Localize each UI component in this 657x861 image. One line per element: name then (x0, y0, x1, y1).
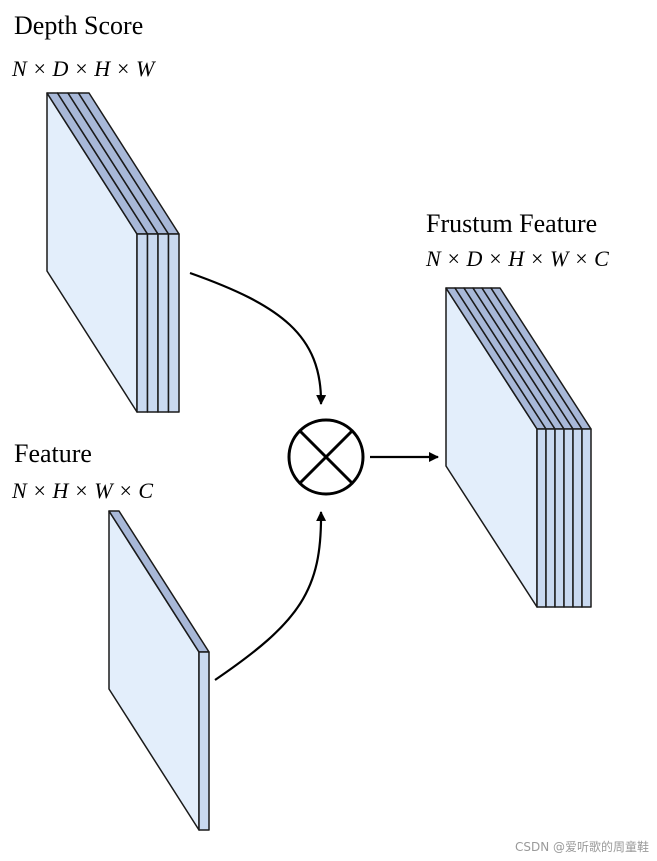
layer-edge (146, 233, 159, 413)
layer-edge (554, 428, 565, 608)
depth-to-operator-arrow (189, 271, 327, 405)
layer-edge (536, 428, 547, 608)
feature-block (108, 510, 210, 831)
layer-edge (157, 233, 170, 413)
layer-edge (136, 233, 149, 413)
feature-to-operator-arrow (214, 511, 327, 681)
depth-score-block (46, 92, 180, 413)
layer-edge (545, 428, 556, 608)
outer-product-icon (287, 418, 365, 496)
feature-dims: N × H × W × C (11, 478, 153, 503)
layer-edge (581, 428, 592, 608)
layer-edge (563, 428, 574, 608)
watermark: CSDN @爱听歌的周童鞋 (514, 840, 649, 854)
depth-score-dims: N × D × H × W (11, 56, 156, 81)
frustum-feature-dims: N × D × H × W × C (425, 246, 609, 271)
layer-face (108, 510, 200, 831)
frustum-feature-block (445, 287, 592, 608)
feature-title: Feature (14, 439, 92, 468)
layer-edge (198, 651, 210, 831)
depth-score-title: Depth Score (14, 11, 143, 40)
frustum-feature-title: Frustum Feature (426, 209, 597, 238)
layer-edge (572, 428, 583, 608)
layer-edge (167, 233, 180, 413)
